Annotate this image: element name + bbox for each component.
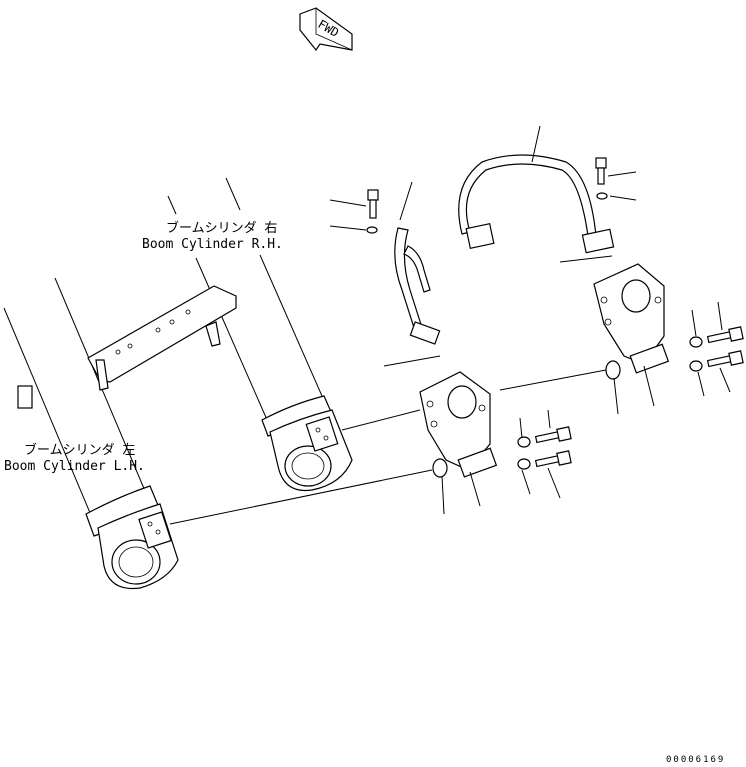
label-boom-lh-en: Boom Cylinder L.H.: [4, 459, 145, 474]
washer-right-1: [689, 336, 703, 348]
bolt-lower-2: [534, 450, 572, 468]
o-ring-2: [605, 360, 621, 380]
bolt-lower-1: [534, 426, 572, 444]
washer-lower-2: [517, 458, 531, 470]
label-boom-rh-en: Boom Cylinder R.H.: [142, 237, 283, 252]
washer-top-left: [366, 226, 378, 234]
hose-left: [394, 227, 441, 345]
boom-cylinder-rh: [195, 254, 353, 492]
fwd-indicator: FWD: [299, 7, 353, 52]
valve-block-right: [593, 263, 670, 374]
bolt-right-2: [706, 350, 744, 368]
bolt-top-left: [367, 189, 379, 219]
label-boom-lh-jp: ブームシリンダ 左: [24, 442, 135, 458]
valve-block-left: [419, 371, 498, 478]
label-boom-rh-jp: ブームシリンダ 右: [166, 220, 277, 236]
drawing-number: 00006169: [666, 755, 725, 765]
boom-cylinder-lh: [3, 277, 179, 590]
washer-right-2: [689, 360, 703, 372]
leader-lines: [167, 125, 731, 525]
bolt-top-right: [595, 157, 607, 185]
bracket: [17, 285, 237, 409]
hose-right: [458, 154, 615, 254]
washer-lower-1: [517, 436, 531, 448]
washer-top-right: [596, 192, 608, 200]
o-ring-1: [432, 458, 448, 478]
bolt-right-1: [706, 326, 744, 344]
